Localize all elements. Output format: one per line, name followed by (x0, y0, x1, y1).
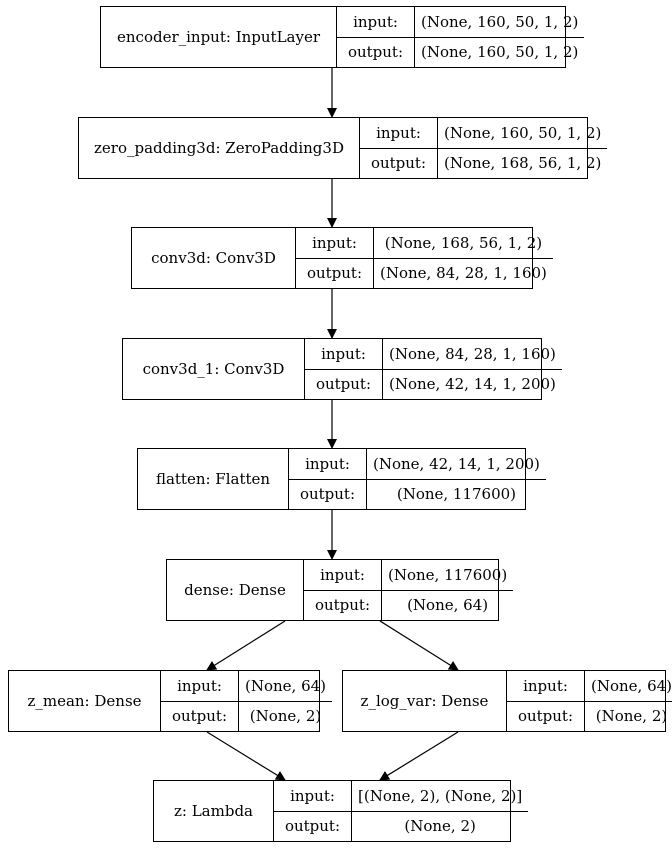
input-shape: (None, 84, 28, 1, 160) (383, 339, 562, 370)
input-label: input: (161, 671, 238, 702)
output-label: output: (284, 817, 341, 836)
input-shape: (None, 160, 50, 1, 2) (415, 7, 585, 38)
layer-name: z: Lambda (154, 781, 274, 841)
port-shapes: (None, 160, 50, 1, 2) (None, 160, 50, 1, … (415, 7, 585, 67)
output-label: output: (315, 375, 372, 394)
output-label: output: (314, 596, 371, 615)
edge-z-mean-to-z (206, 731, 286, 781)
port-shapes: (None, 160, 50, 1, 2) (None, 168, 56, 1, … (438, 118, 608, 178)
input-shape: [(None, 2), (None, 2)] (352, 781, 529, 812)
input-shape: (None, 64) (239, 671, 333, 702)
layer-name: conv3d_1: Conv3D (123, 339, 305, 399)
input-label: input: (274, 781, 351, 812)
edge-dense-to-z-log-var (379, 620, 459, 671)
port-shapes: (None, 117600) (None, 64) (382, 560, 514, 620)
port-shapes: (None, 84, 28, 1, 160) (None, 42, 14, 1, … (383, 339, 562, 399)
edge-dense-to-z-mean (206, 620, 286, 671)
port-labels: input: output: (360, 118, 438, 178)
port-shapes: (None, 168, 56, 1, 2) (None, 84, 28, 1, 1… (374, 228, 553, 288)
input-shape: (None, 42, 14, 1, 200) (367, 449, 546, 480)
output-shape: (None, 160, 50, 1, 2) (421, 43, 579, 62)
port-labels: input: output: (337, 7, 415, 67)
input-shape: (None, 64) (585, 671, 672, 702)
layer-name: z_log_var: Dense (343, 671, 507, 731)
layer-name: dense: Dense (167, 560, 304, 620)
output-shape: (None, 64) (407, 596, 489, 615)
input-label: input: (360, 118, 437, 149)
port-labels: input: output: (274, 781, 352, 841)
input-shape: (None, 168, 56, 1, 2) (374, 228, 553, 259)
input-shape: (None, 160, 50, 1, 2) (438, 118, 608, 149)
output-shape: (None, 2) (249, 707, 322, 726)
layer-name: flatten: Flatten (138, 449, 289, 509)
layer-name: conv3d: Conv3D (132, 228, 296, 288)
edge-z-log-var-to-z (379, 731, 459, 781)
layer-name: zero_padding3d: ZeroPadding3D (79, 118, 360, 178)
input-label: input: (337, 7, 414, 38)
port-labels: input: output: (289, 449, 367, 509)
output-label: output: (517, 707, 574, 726)
output-label: output: (306, 264, 363, 283)
output-label: output: (299, 485, 356, 504)
input-label: input: (296, 228, 373, 259)
port-labels: input: output: (304, 560, 382, 620)
output-shape: (None, 117600) (396, 485, 517, 504)
port-shapes: [(None, 2), (None, 2)] (None, 2) (352, 781, 529, 841)
output-shape: (None, 2) (595, 707, 668, 726)
input-shape: (None, 117600) (382, 560, 514, 591)
output-shape: (None, 42, 14, 1, 200) (389, 375, 556, 394)
port-labels: input: output: (296, 228, 374, 288)
output-shape: (None, 168, 56, 1, 2) (444, 154, 602, 173)
output-shape: (None, 2) (404, 817, 476, 836)
input-label: input: (305, 339, 382, 370)
layer-name: encoder_input: InputLayer (101, 7, 337, 67)
port-shapes: (None, 64) (None, 2) (239, 671, 333, 731)
output-shape: (None, 84, 28, 1, 160) (380, 264, 547, 283)
port-labels: input: output: (507, 671, 585, 731)
input-label: input: (507, 671, 584, 702)
output-label: output: (347, 43, 404, 62)
layer-name: z_mean: Dense (9, 671, 161, 731)
port-shapes: (None, 64) (None, 2) (585, 671, 672, 731)
output-label: output: (370, 154, 427, 173)
port-labels: input: output: (305, 339, 383, 399)
input-label: input: (289, 449, 366, 480)
port-shapes: (None, 42, 14, 1, 200) (None, 117600) (367, 449, 546, 509)
port-labels: input: output: (161, 671, 239, 731)
output-label: output: (171, 707, 228, 726)
input-label: input: (304, 560, 381, 591)
